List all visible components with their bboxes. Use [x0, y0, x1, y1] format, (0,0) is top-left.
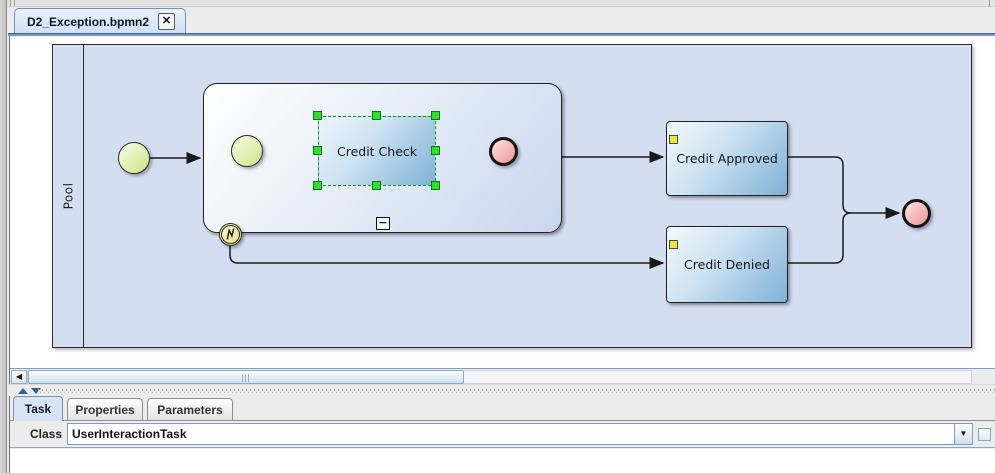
editor-tabbar: D2_Exception.bpmn2 ✕ [8, 7, 995, 34]
class-combobox[interactable]: UserInteractionTask ▼ [67, 423, 973, 445]
task-credit-approved-label: Credit Approved [676, 151, 778, 166]
splitter-collapse-up-icon[interactable] [18, 388, 28, 394]
horizontal-scrollbar[interactable]: ◀ [10, 368, 995, 384]
end-event[interactable] [902, 199, 931, 228]
boundary-error-event[interactable] [219, 223, 242, 246]
split-pane-divider[interactable] [8, 384, 995, 396]
error-zigzag-icon [226, 228, 235, 240]
selection-handle[interactable] [313, 146, 322, 155]
tab-task[interactable]: Task [13, 396, 63, 421]
inner-end-event[interactable] [489, 137, 518, 166]
task-credit-check[interactable]: Credit Check [318, 116, 436, 186]
tabbar-baseline [10, 420, 995, 421]
top-edge-strip [0, 0, 995, 7]
selection-handle[interactable] [313, 181, 322, 190]
properties-content-area [10, 449, 995, 473]
properties-tabbar: Task Properties Parameters [10, 396, 995, 421]
class-value[interactable]: UserInteractionTask [72, 427, 187, 441]
editor-tab-title: D2_Exception.bpmn2 [27, 14, 150, 29]
selection-handle[interactable] [431, 181, 440, 190]
selection-handle[interactable] [372, 181, 381, 190]
tab-parameters[interactable]: Parameters [147, 398, 233, 420]
task-credit-approved[interactable]: Credit Approved [666, 121, 788, 196]
task-credit-denied[interactable]: Credit Denied [666, 226, 788, 303]
class-field-label: Class [30, 427, 63, 441]
tab-properties[interactable]: Properties [67, 398, 143, 420]
pool-label: Pool [60, 182, 75, 210]
selection-handle[interactable] [372, 111, 381, 120]
left-edge-strip [0, 0, 7, 473]
task-credit-denied-label: Credit Denied [684, 257, 770, 272]
tabbar-underline [8, 33, 995, 36]
scroll-left-button[interactable]: ◀ [11, 370, 27, 384]
task-type-marker-icon [669, 240, 678, 249]
subprocess-collapse-icon[interactable]: − [376, 217, 390, 230]
splitter-collapse-down-icon[interactable] [31, 388, 41, 394]
top-edge-divider [989, 0, 990, 7]
close-icon[interactable]: ✕ [158, 13, 176, 30]
scrollbar-thumb[interactable] [28, 370, 464, 384]
exclusive-checkbox[interactable] [978, 428, 991, 441]
toolbar-grip-icon [2, 0, 16, 6]
selection-handle[interactable] [431, 146, 440, 155]
scrollbar-grip-icon [242, 374, 250, 382]
task-properties-panel: Class UserInteractionTask ▼ Ex [10, 421, 995, 448]
selection-handle[interactable] [431, 111, 440, 120]
start-event[interactable] [118, 142, 150, 174]
task-type-marker-icon [669, 135, 678, 144]
inner-start-event[interactable] [231, 135, 263, 167]
chevron-down-icon[interactable]: ▼ [954, 424, 972, 444]
panel-left-border [9, 36, 10, 473]
editor-tab-d2-exception[interactable]: D2_Exception.bpmn2 ✕ [14, 8, 187, 34]
task-credit-check-label: Credit Check [336, 143, 418, 159]
selection-handle[interactable] [313, 111, 322, 120]
diagram-canvas[interactable]: Pool − Credit Check [10, 36, 995, 368]
pool-header[interactable]: Pool [53, 45, 84, 347]
splitter-texture [38, 389, 995, 393]
